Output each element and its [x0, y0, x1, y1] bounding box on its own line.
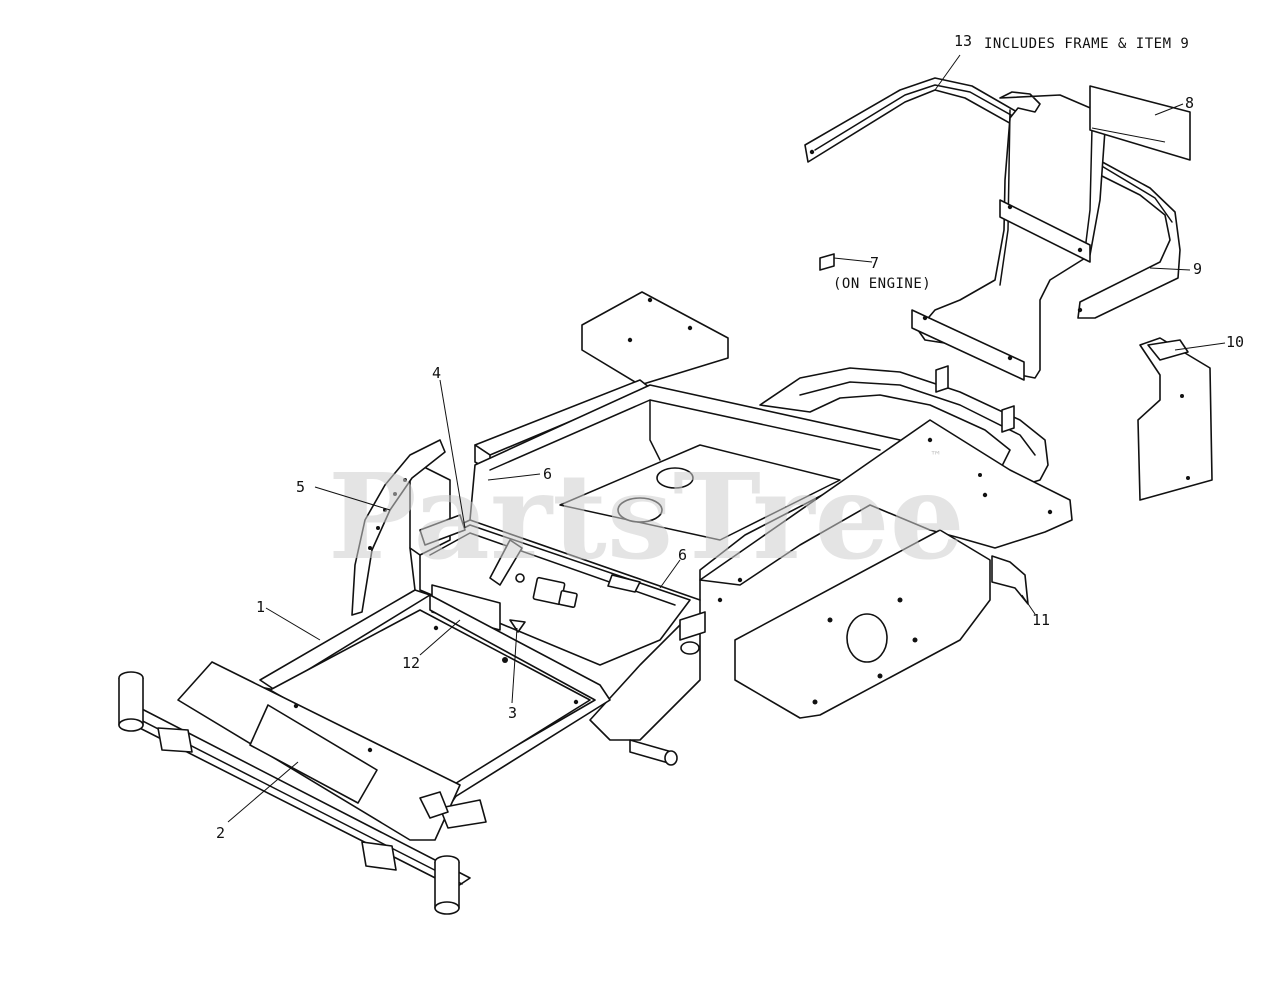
main-frame[interactable]: [118, 291, 1073, 915]
callout-6-bottom: 6: [678, 546, 687, 564]
callout-1: 1: [256, 598, 265, 616]
callout-2: 2: [216, 824, 225, 842]
decal-item-8[interactable]: [1089, 85, 1191, 161]
callout-7: 7: [870, 254, 879, 272]
decal-item-7[interactable]: [819, 253, 835, 271]
callout-13: 13: [954, 32, 972, 50]
callout-5: 5: [296, 478, 305, 496]
callout-6-top: 6: [543, 465, 552, 483]
watermark: PartsTree ™: [328, 447, 965, 586]
callout-11: 11: [1032, 611, 1050, 629]
note-includes-frame: INCLUDES FRAME & ITEM 9: [984, 36, 1189, 52]
callout-12: 12: [402, 654, 420, 672]
note-on-engine: (ON ENGINE): [833, 276, 931, 292]
callout-4: 4: [432, 364, 441, 382]
callout-3: 3: [508, 704, 517, 722]
watermark-tm: ™: [930, 449, 942, 463]
callout-labels: 13 INCLUDES FRAME & ITEM 9 8 9 7 (ON ENG…: [216, 32, 1244, 842]
callout-8: 8: [1185, 94, 1194, 112]
shield-item-10[interactable]: [1137, 337, 1213, 501]
callout-10: 10: [1226, 333, 1244, 351]
watermark-text: PartsTree: [328, 447, 965, 586]
leader-lines: [227, 54, 1226, 823]
callout-9: 9: [1193, 260, 1202, 278]
roll-bar-frame[interactable]: [804, 77, 1181, 381]
